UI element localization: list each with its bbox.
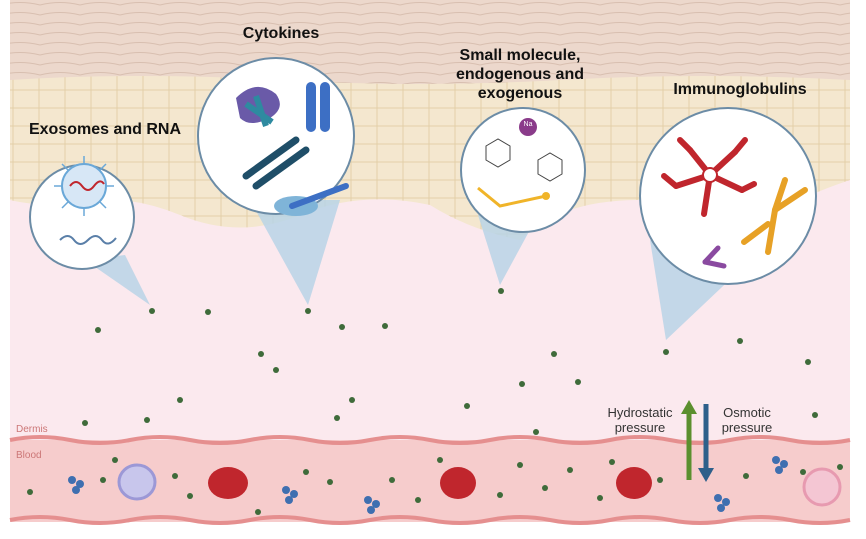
protein-clusters	[68, 456, 788, 514]
osmotic-label: Osmotic pressure	[721, 405, 773, 435]
sodium-label: Na	[523, 121, 533, 128]
exosome-icon	[54, 156, 117, 245]
cytokines-label: Cytokines	[242, 25, 320, 42]
callout-pointer-exosomes	[85, 255, 150, 305]
red-blood-cell	[440, 467, 476, 499]
white-blood-cell	[802, 467, 842, 507]
dermis-label: Dermis	[16, 424, 48, 435]
red-blood-cell	[616, 467, 652, 499]
hydrostatic-arrowhead	[681, 400, 697, 414]
callout-pointer-cytokines	[250, 200, 340, 305]
small-molecule-icon	[477, 118, 563, 208]
immunoglobulin-icon	[661, 137, 808, 269]
cytokine-icon	[236, 82, 349, 216]
red-blood-cell	[208, 467, 248, 499]
immunoglobulins-label: Immunoglobulins	[673, 81, 807, 98]
vessel-wall-top	[9, 435, 851, 445]
immunoglobulins-circle	[639, 107, 817, 285]
osmotic-arrowhead	[698, 468, 714, 482]
white-blood-cell	[117, 463, 157, 501]
blood-label: Blood	[16, 450, 42, 461]
particles	[27, 288, 843, 515]
exosomes-label: Exosomes and RNA	[28, 121, 182, 138]
stratum-corneum	[10, 0, 850, 84]
hydrostatic-label: Hydrostatic pressure	[607, 405, 673, 435]
small-molecule-label: Small molecule, endogenous and exogenous	[456, 47, 584, 102]
vessel-wall-bottom	[9, 515, 851, 525]
